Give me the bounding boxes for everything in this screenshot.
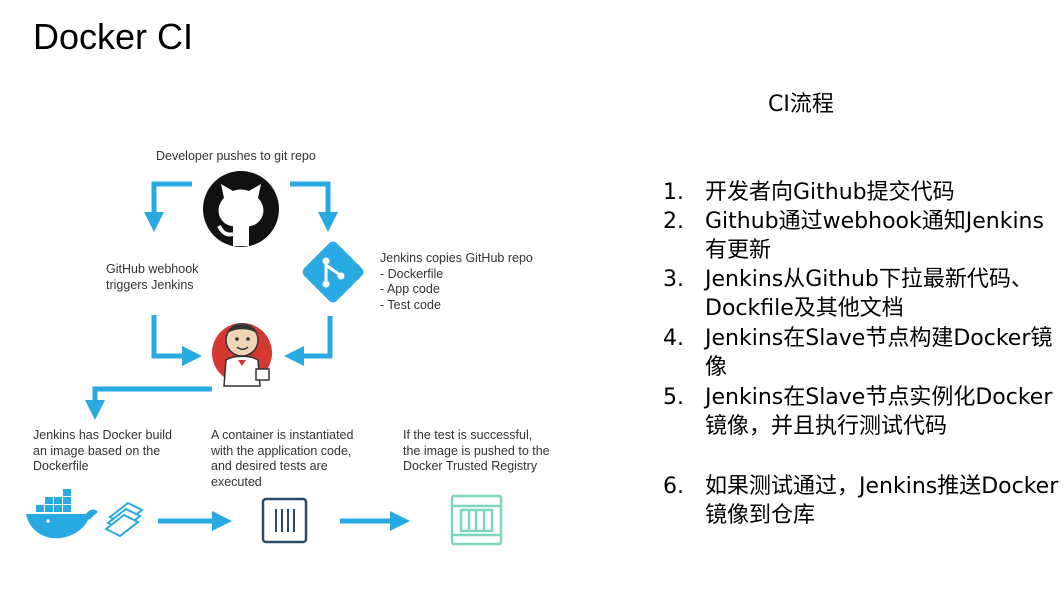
arrow-copies-to-jenkins: [284, 316, 333, 366]
developer-push-label: Developer pushes to git repo: [156, 149, 316, 163]
jenkins-icon: [212, 323, 272, 387]
container-label: A container is instantiated with the app…: [211, 428, 354, 489]
step-number: 3.: [663, 267, 684, 292]
page-title: Docker CI: [33, 16, 194, 57]
step-text: Jenkins在Slave节点实例化Docker镜像，并且执行测试代码: [705, 385, 1053, 439]
step-text: Github通过webhook通知Jenkins有更新: [705, 209, 1044, 263]
dockerfile-icon: [104, 501, 144, 538]
github-icon: [203, 171, 279, 247]
jenkins-copies-label: Jenkins copies GitHub repo - Dockerfile …: [380, 251, 533, 312]
step-number: 6.: [663, 474, 684, 499]
page-subtitle: CI流程: [768, 92, 834, 117]
step-text: 如果测试通过，Jenkins推送Docker镜像到仓库: [705, 474, 1059, 528]
webhook-label: GitHub webhook triggers Jenkins: [106, 262, 199, 292]
step-number: 4.: [663, 326, 684, 351]
steps-list: 1. 开发者向Github提交代码 2. Github通过webhook通知Je…: [660, 178, 1060, 530]
docker-build-label: Jenkins has Docker build an image based …: [33, 428, 172, 473]
step-item: 3. Jenkins从Github下拉最新代码、Dockfile及其他文档: [660, 265, 1060, 324]
step-number: 5.: [663, 385, 684, 410]
arrow-to-jenkins-copies: [290, 181, 338, 232]
container-icon: [261, 497, 308, 544]
step-number: 2.: [663, 209, 684, 234]
step-text: Jenkins从Github下拉最新代码、Dockfile及其他文档: [705, 267, 1033, 321]
step-item: 6. 如果测试通过，Jenkins推送Docker镜像到仓库: [660, 472, 1060, 530]
git-icon: [302, 241, 364, 303]
registry-label: If the test is successful, the image is …: [403, 428, 550, 473]
arrow-jenkins-to-build: [85, 386, 212, 420]
step-item: 2. Github通过webhook通知Jenkins有更新: [660, 207, 1060, 265]
step-number: 1.: [663, 180, 684, 205]
arrow-webhook-to-jenkins: [151, 315, 202, 366]
registry-icon: [450, 494, 503, 546]
docker-whale-icon: [26, 489, 98, 539]
step-text: 开发者向Github提交代码: [705, 180, 955, 205]
step-item: 5. Jenkins在Slave节点实例化Docker镜像，并且执行测试代码: [660, 383, 1060, 472]
step-item: 1. 开发者向Github提交代码: [660, 178, 1060, 207]
step-text: Jenkins在Slave节点构建Docker镜像: [705, 326, 1053, 380]
step-item: 4. Jenkins在Slave节点构建Docker镜像: [660, 324, 1060, 383]
arrow-to-webhook: [144, 181, 192, 232]
